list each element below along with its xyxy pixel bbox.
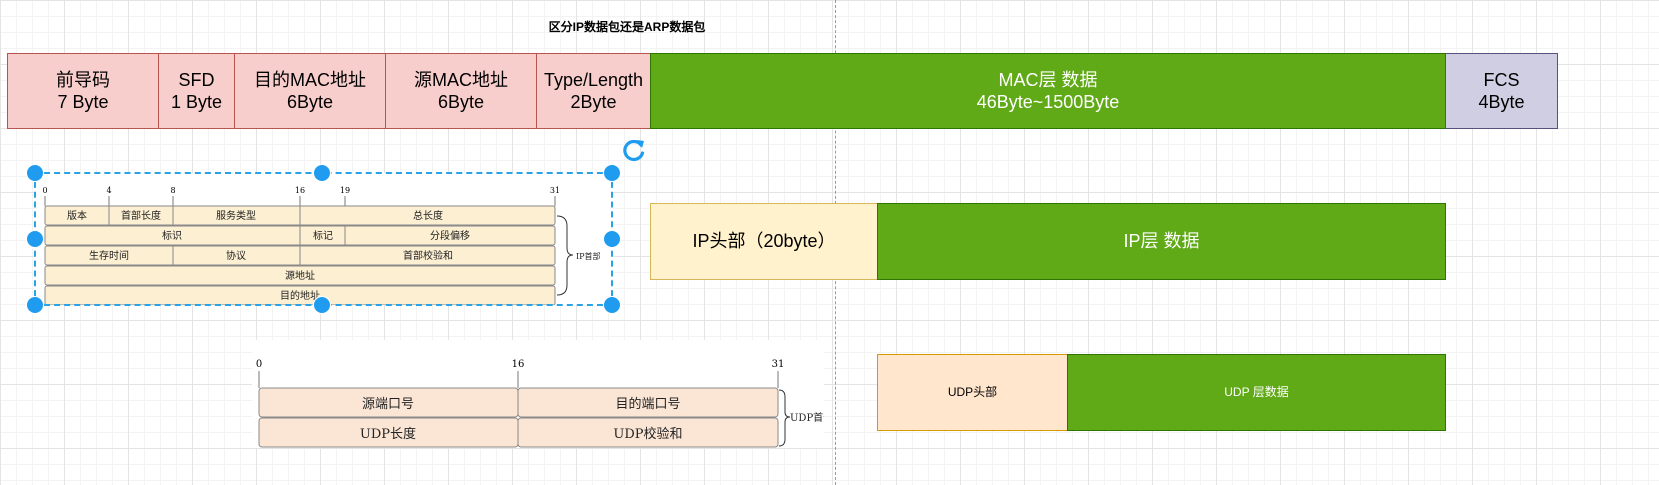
- ip-header-brace: [556, 215, 574, 296]
- dest-mac-size: 6Byte: [286, 92, 334, 112]
- ip-field-destination-address: 目的地址: [280, 289, 320, 302]
- udp-field-source-port: 源端口号: [362, 397, 414, 412]
- ip-header-structure-image[interactable]: 0 4 8 16 19 31 版本 首部长度 服务类型: [35, 173, 613, 306]
- ip-header-block[interactable]: IP头部（20byte）: [650, 203, 878, 280]
- sfd-field[interactable]: SFD 1 Byte: [158, 53, 235, 129]
- rotate-icon[interactable]: [621, 137, 647, 163]
- preamble-name: 前导码: [56, 69, 110, 90]
- bit-label: 4: [106, 186, 111, 195]
- diagram-title: 区分IP数据包还是ARP数据包: [548, 20, 706, 34]
- ip-header-label: IP头部（20byte）: [692, 231, 836, 252]
- ip-field-ttl: 生存时间: [89, 249, 129, 262]
- dest-mac-field[interactable]: 目的MAC地址 6Byte: [234, 53, 386, 129]
- src-mac-name: 源MAC地址: [414, 69, 508, 90]
- resize-handle-top-right[interactable]: [603, 164, 621, 182]
- ip-field-ihl: 首部长度: [121, 209, 161, 222]
- preamble-size: 7 Byte: [57, 92, 109, 112]
- fcs-size: 4Byte: [1478, 92, 1525, 112]
- ip-field-version: 版本: [67, 209, 87, 222]
- resize-handle-top[interactable]: [313, 164, 331, 182]
- ip-field-protocol: 协议: [226, 249, 246, 262]
- bit-label: 31: [772, 359, 785, 370]
- dest-mac-name: 目的MAC地址: [254, 69, 366, 90]
- ip-field-tos: 服务类型: [216, 209, 256, 222]
- type-length-field[interactable]: Type/Length 2Byte: [536, 53, 651, 129]
- fcs-field[interactable]: FCS 4Byte: [1445, 53, 1558, 129]
- mac-data-size: 46Byte~1500Byte: [976, 92, 1120, 112]
- mac-data-name: MAC层 数据: [998, 69, 1098, 90]
- type-length-size: 2Byte: [570, 92, 617, 112]
- bit-label: 0: [42, 186, 47, 195]
- udp-data-block[interactable]: UDP 层数据: [1067, 354, 1446, 431]
- bit-label: 31: [550, 186, 560, 195]
- type-length-name: Type/Length: [543, 69, 644, 90]
- src-mac-size: 6Byte: [437, 92, 485, 112]
- ip-field-identification: 标识: [162, 230, 182, 242]
- ip-header-structure-svg: 0 4 8 16 19 31 版本 首部长度 服务类型: [42, 186, 601, 306]
- udp-header-label: UDP头部: [947, 385, 998, 399]
- resize-handle-bottom[interactable]: [313, 296, 331, 314]
- ip-data-block[interactable]: IP层 数据: [877, 203, 1446, 280]
- udp-header-structure-svg: 0 16 31 源端口号 目的端口号 UDP长度 UDP校验和 UDP首部: [256, 359, 833, 448]
- udp-field-checksum: UDP校验和: [613, 426, 682, 442]
- fcs-name: FCS: [1483, 69, 1520, 90]
- ip-field-fragment-offset: 分段偏移: [430, 229, 470, 242]
- udp-header-block[interactable]: UDP头部: [877, 354, 1068, 431]
- udp-data-label: UDP 层数据: [1224, 385, 1289, 399]
- ip-field-checksum: 首部校验和: [403, 249, 453, 262]
- bit-label: 16: [295, 186, 305, 195]
- resize-handle-bottom-left[interactable]: [26, 296, 44, 314]
- udp-header-brace-label: UDP首部: [790, 411, 824, 424]
- ip-header-brace-label: IP首部: [576, 251, 601, 261]
- mac-data-field[interactable]: MAC层 数据 46Byte~1500Byte: [650, 53, 1446, 129]
- ip-data-label: IP层 数据: [1123, 231, 1200, 252]
- sfd-name: SFD: [178, 69, 215, 90]
- sfd-size: 1 Byte: [170, 92, 223, 112]
- ip-field-flags: 标记: [313, 230, 333, 242]
- bit-label: 19: [340, 186, 350, 195]
- resize-handle-bottom-right[interactable]: [603, 296, 621, 314]
- ip-field-source-address: 源地址: [285, 269, 315, 282]
- resize-handle-top-left[interactable]: [26, 164, 44, 182]
- udp-header-structure-image[interactable]: 0 16 31 源端口号 目的端口号 UDP长度 UDP校验和 UDP首部: [252, 340, 833, 448]
- resize-handle-right[interactable]: [603, 230, 621, 248]
- udp-header-brace: [778, 389, 791, 447]
- resize-handle-left[interactable]: [26, 230, 44, 248]
- bit-label: 16: [512, 359, 525, 370]
- udp-field-length: UDP长度: [360, 426, 416, 442]
- ip-field-total-length: 总长度: [413, 209, 443, 222]
- bit-label: 0: [256, 359, 262, 370]
- udp-field-dest-port: 目的端口号: [615, 396, 680, 412]
- preamble-field[interactable]: 前导码 7 Byte: [7, 53, 159, 129]
- bit-label: 8: [170, 186, 175, 195]
- src-mac-field[interactable]: 源MAC地址 6Byte: [385, 53, 537, 129]
